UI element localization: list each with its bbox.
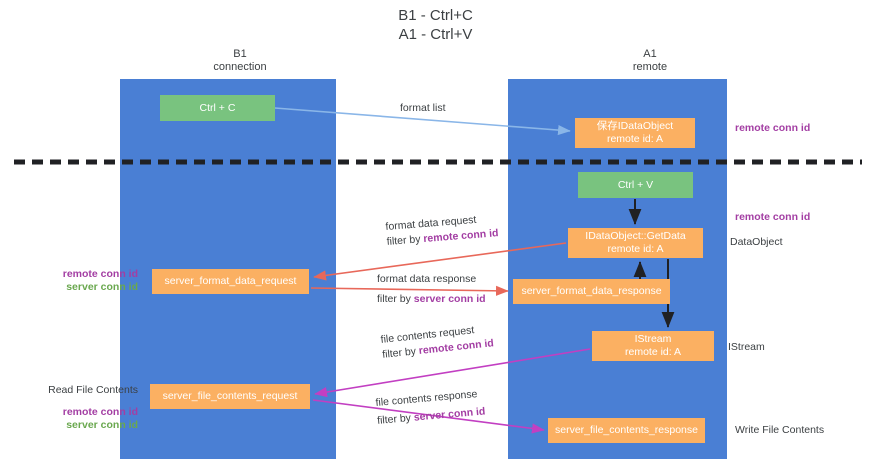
annotation-read-file-contents: Read File Contents — [48, 384, 138, 396]
node-ctrl-v[interactable]: Ctrl + V — [578, 172, 693, 198]
annotation-left-server-conn-id-bottom: server conn id — [66, 419, 138, 431]
node-idataobject-getdata[interactable]: IDataObject::GetData remote id: A — [568, 228, 703, 258]
annotation-left-read-file-contents: Read File Contents remote conn id server… — [0, 384, 138, 432]
edge-label-format-list: format list — [400, 102, 446, 114]
node-server-file-contents-request[interactable]: server_file_contents_request — [150, 384, 310, 409]
column-header-a1: A1 remote — [632, 48, 668, 73]
edge-format-data-request — [313, 242, 567, 281]
edge-label-format-data-response: format data response filter by server co… — [377, 272, 486, 307]
annotation-istream: IStream — [728, 341, 765, 353]
edge-label-format-data-response-line1: format data response — [377, 273, 477, 285]
node-idataobject[interactable]: 保存IDataObject remote id: A — [575, 118, 695, 148]
annotation-left-conn-ids-mid: remote conn id server conn id — [0, 268, 138, 294]
annotation-remote-conn-id-mid: remote conn id — [735, 211, 811, 223]
edge-label-format-data-response-line2: filter by server conn id — [377, 293, 486, 305]
node-ctrl-c[interactable]: Ctrl + C — [160, 95, 275, 121]
annotation-left-remote-conn-id: remote conn id — [62, 268, 138, 280]
edge-file-contents-request — [314, 348, 591, 398]
node-istream[interactable]: IStream remote id: A — [592, 331, 714, 361]
edge-format-list — [274, 107, 571, 136]
edge-format-data-response — [310, 285, 509, 296]
annotation-dataobject: DataObject — [730, 236, 783, 248]
page-title: B1 - Ctrl+C A1 - Ctrl+V — [398, 7, 473, 43]
annotation-left-remote-conn-id-bottom: remote conn id — [62, 406, 138, 418]
filter-key-server-conn-id: server conn id — [413, 293, 486, 305]
edge-file-contents-response — [312, 399, 545, 434]
annotation-left-server-conn-id: server conn id — [66, 281, 138, 293]
annotation-write-file-contents: Write File Contents — [735, 424, 825, 436]
annotation-remote-conn-id-top: remote conn id — [735, 122, 811, 134]
node-server-format-data-request[interactable]: server_format_data_request — [152, 269, 309, 294]
node-server-file-contents-response[interactable]: server_file_contents_response — [548, 418, 705, 443]
node-server-format-data-response[interactable]: server_format_data_response — [513, 279, 670, 304]
column-header-b1: B1 connection — [213, 48, 267, 73]
